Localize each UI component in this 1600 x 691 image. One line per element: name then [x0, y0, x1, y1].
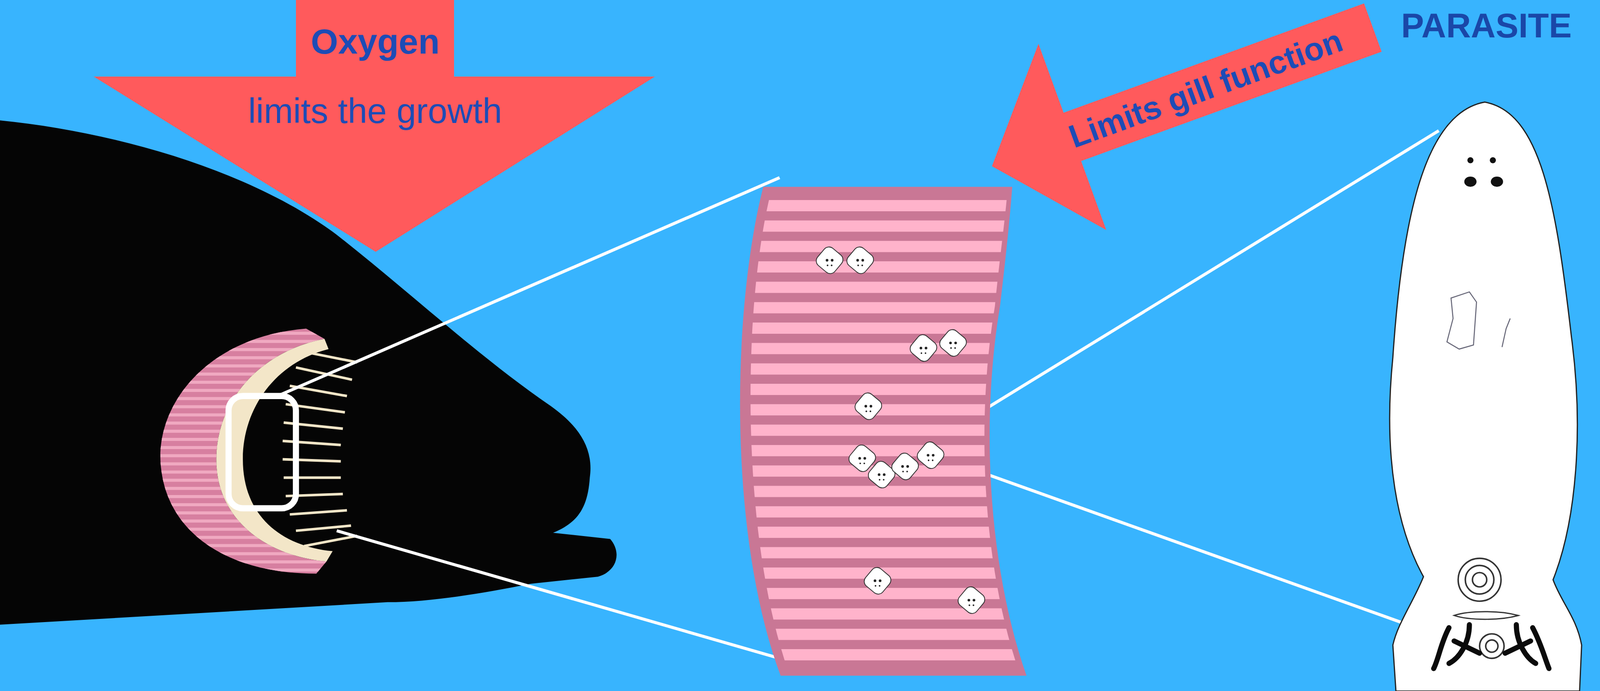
arrow-shape: [958, 0, 1407, 260]
zoom-frame: [228, 395, 296, 509]
gill-filament: [714, 186, 1041, 676]
arrow-label: Oxygen: [310, 22, 440, 62]
arrow-label: Limits gill function: [1063, 22, 1347, 155]
gill-arches: [153, 328, 358, 574]
arrow-node: Oxygen limits the growth: [93, 0, 655, 252]
parasite-figure: [1389, 102, 1582, 691]
arrow-label: limits the growth: [248, 91, 503, 131]
parasites-small: [813, 244, 988, 617]
arrow-node: Limits gill function: [958, 0, 1407, 260]
figure-title: PARASITE: [1401, 6, 1573, 45]
arrow-shape: [93, 0, 655, 252]
